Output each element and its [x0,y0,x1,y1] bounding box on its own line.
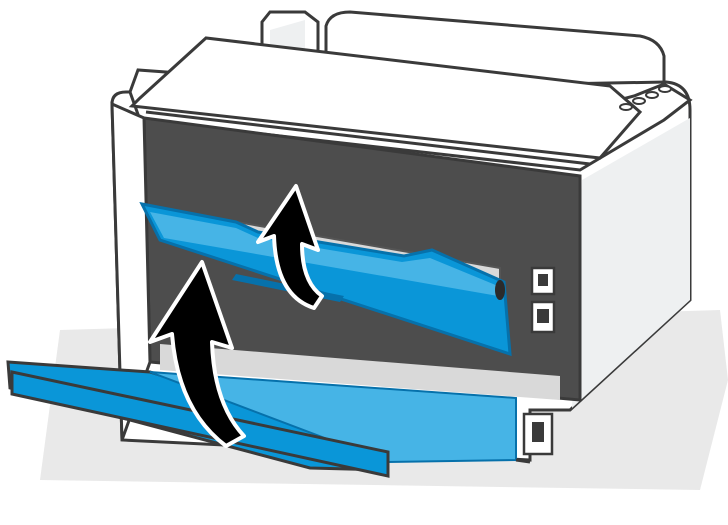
guide-pivot [495,280,505,300]
printer-base-edge [516,460,530,462]
